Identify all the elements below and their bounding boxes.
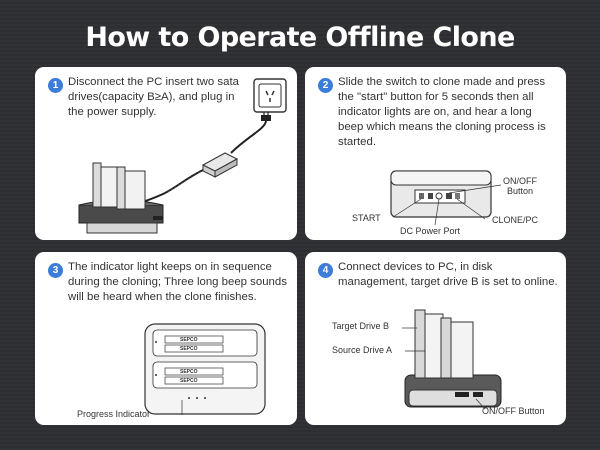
target-drive-label: Target Drive B (332, 321, 390, 331)
dock-with-drives-icon (402, 309, 502, 410)
step-3-text: The indicator light keeps on in sequence… (68, 261, 287, 303)
onoff-button-label: ON/OFF Button (503, 176, 537, 196)
onoff-button-label: ON/OFF Button (482, 406, 545, 416)
step-4-text: Connect devices to PC, in disk managemen… (338, 261, 558, 288)
page-title: How to Operate Offline Clone (85, 22, 515, 53)
step-4-panel: 4 Connect devices to PC, in disk managem… (305, 252, 566, 425)
drive-label-4: SEPCO (180, 378, 198, 384)
step-1-number-badge: 1 (48, 78, 63, 93)
step-1-text: Disconnect the PC insert two sata drives… (68, 76, 239, 118)
hard-drives-icon (92, 162, 146, 210)
source-drive-label: Source Drive A (332, 345, 393, 355)
dock-top-view-icon (144, 323, 266, 415)
dock-rear-view-icon (390, 170, 502, 226)
clone-pc-label: CLONE/PC (492, 215, 539, 225)
step-3-illustration (144, 323, 266, 415)
step-2-number-badge: 2 (318, 78, 333, 93)
drive-label-2: SEPCO (180, 346, 198, 352)
dc-power-port-label: DC Power Port (400, 226, 461, 236)
power-adapter-icon (201, 152, 239, 178)
step-1-panel: 1 Disconnect the PC insert two sata driv… (35, 67, 297, 240)
power-outlet-icon (253, 78, 287, 113)
step-2-panel: 2 Slide the switch to clone made and pre… (305, 67, 566, 240)
step-2-illustration (390, 170, 502, 226)
progress-indicator-label: Progress Indicator (77, 409, 151, 419)
step-4-illustration (402, 309, 502, 410)
step-2-text: Slide the switch to clone made and press… (338, 76, 546, 148)
step-4-number-badge: 4 (318, 263, 333, 278)
step-1-illustration (78, 78, 287, 234)
drive-label-1: SEPCO (180, 337, 198, 343)
start-label: START (352, 213, 381, 223)
drive-label-3: SEPCO (180, 369, 198, 375)
step-3-panel: 3 The indicator light keeps on in sequen… (35, 252, 297, 425)
step-3-number-badge: 3 (48, 263, 63, 278)
power-plug-icon (230, 112, 271, 154)
